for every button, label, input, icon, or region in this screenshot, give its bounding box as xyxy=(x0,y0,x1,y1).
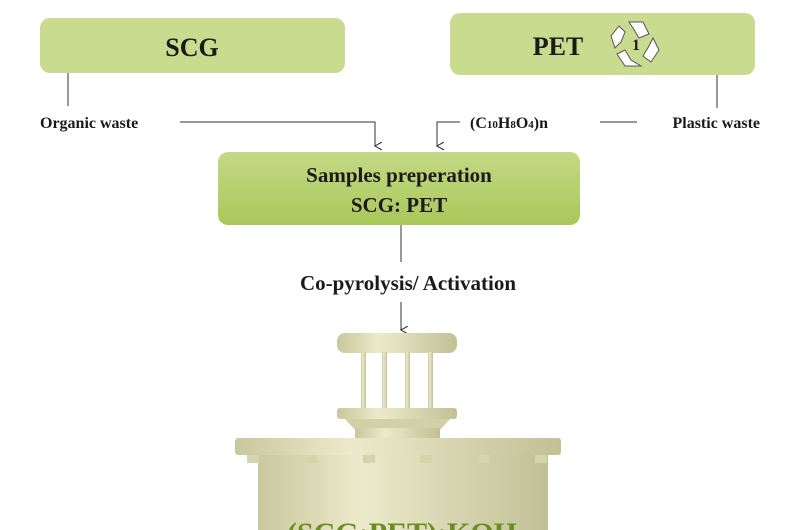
scg-label: SCG xyxy=(165,33,218,62)
pet-box: PET 1 xyxy=(450,13,755,75)
reactor-illustration: (SCG:PET):KOH xyxy=(235,333,561,530)
preparation-box: Samples preperation SCG: PET xyxy=(218,152,580,225)
recycle-code: 1 xyxy=(632,37,640,54)
connectors xyxy=(67,73,718,330)
pet-formula: (C10H8O4)n xyxy=(470,115,548,132)
organic-waste-label: Organic waste xyxy=(40,115,138,132)
preparation-title: Samples preperation xyxy=(306,163,492,187)
reactor-label: (SCG:PET):KOH xyxy=(287,517,517,530)
scg-box: SCG xyxy=(40,18,345,73)
plastic-waste-label: Plastic waste xyxy=(672,115,760,132)
process-label: Co-pyrolysis/ Activation xyxy=(300,271,516,295)
preparation-ratio: SCG: PET xyxy=(351,193,447,217)
recycle-icon: 1 xyxy=(610,21,660,67)
pet-label: PET xyxy=(533,32,584,61)
